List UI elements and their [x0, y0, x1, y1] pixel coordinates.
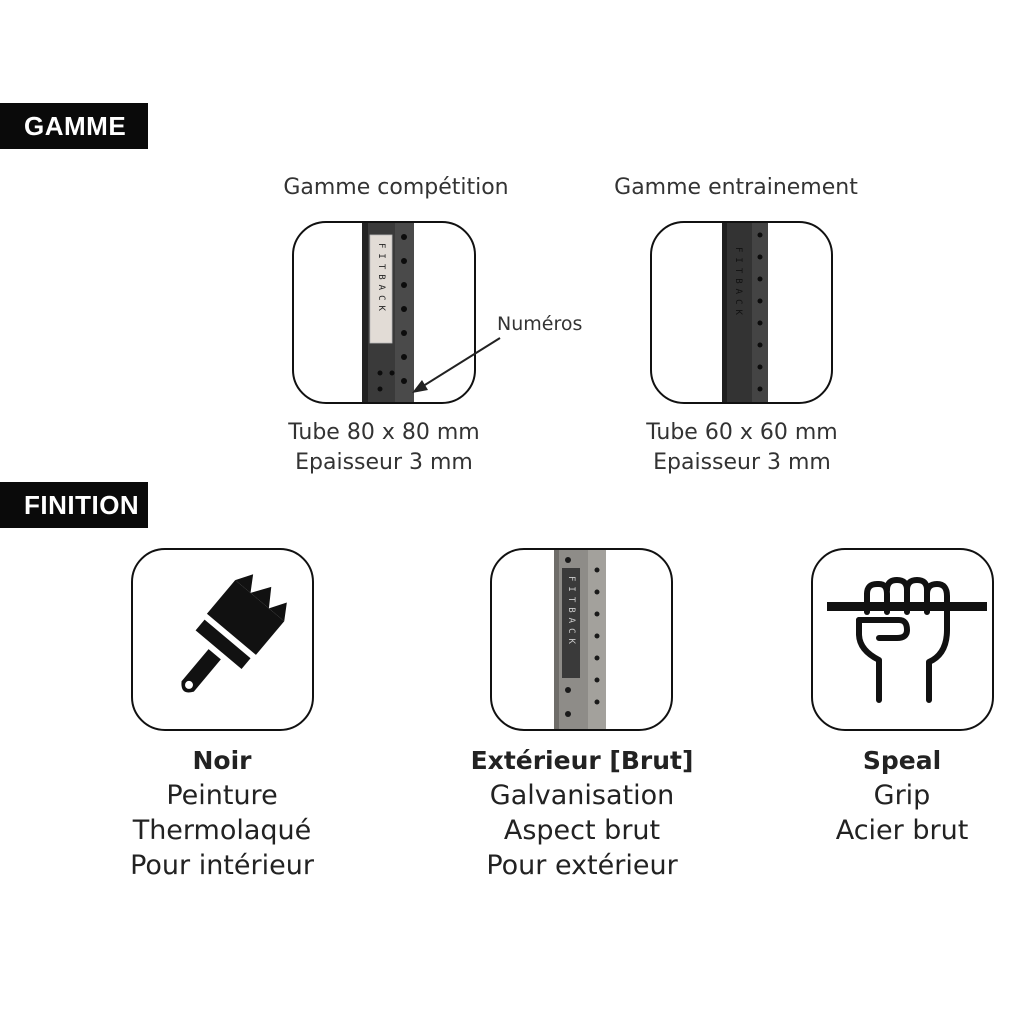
competition-spec-thickness: Epaisseur 3 mm — [295, 450, 473, 475]
section-label-finition: FINITION — [0, 482, 148, 528]
competition-spec-tube: Tube 80 x 80 mm — [288, 420, 480, 445]
gamme-entrainement-title: Gamme entrainement — [614, 175, 858, 200]
competition-tube-brand: FITBACK — [376, 243, 386, 316]
gamme-competition-image: FITBACK — [292, 221, 476, 404]
finition-speal-text: Speal Grip Acier brut — [772, 743, 1024, 848]
noir-line2: Thermolaqué — [132, 815, 312, 846]
gamme-entrainement-image: FITBACK — [650, 221, 833, 404]
entrainement-spec-tube: Tube 60 x 60 mm — [646, 420, 838, 445]
entrainement-tube-brand: FITBACK — [733, 247, 743, 320]
gamme-entrainement-specs: Tube 60 x 60 mm Epaisseur 3 mm — [632, 418, 852, 478]
numeros-arrow-icon — [412, 337, 501, 393]
gamme-competition-title: Gamme compétition — [283, 175, 509, 200]
speal-line1: Grip — [873, 780, 931, 811]
finition-speal-card — [811, 548, 994, 731]
noir-line1: Peinture — [166, 780, 278, 811]
section-label-gamme: GAMME — [0, 103, 148, 149]
galvanized-tube-icon: FITBACK — [554, 550, 606, 729]
finition-noir-card — [131, 548, 314, 731]
numeros-annotation: Numéros — [497, 313, 583, 335]
exterieur-tube-brand: FITBACK — [566, 576, 576, 649]
noir-line3: Pour intérieur — [130, 850, 314, 881]
finition-noir-text: Noir Peinture Thermolaqué Pour intérieur — [92, 743, 352, 883]
finition-exterieur-card: FITBACK — [490, 548, 673, 731]
entrainement-spec-thickness: Epaisseur 3 mm — [653, 450, 831, 475]
paintbrush-icon — [181, 574, 287, 693]
exterieur-line3: Pour extérieur — [486, 850, 678, 881]
gamme-competition-specs: Tube 80 x 80 mm Epaisseur 3 mm — [274, 418, 494, 478]
exterieur-title: Extérieur [Brut] — [470, 746, 694, 775]
speal-line2: Acier brut — [835, 815, 969, 846]
fist-grip-icon — [827, 577, 987, 703]
finition-exterieur-text: Extérieur [Brut] Galvanisation Aspect br… — [452, 743, 712, 883]
exterieur-line1: Galvanisation — [489, 780, 675, 811]
noir-title: Noir — [192, 746, 252, 775]
exterieur-line2: Aspect brut — [503, 815, 661, 846]
speal-title: Speal — [862, 746, 942, 775]
